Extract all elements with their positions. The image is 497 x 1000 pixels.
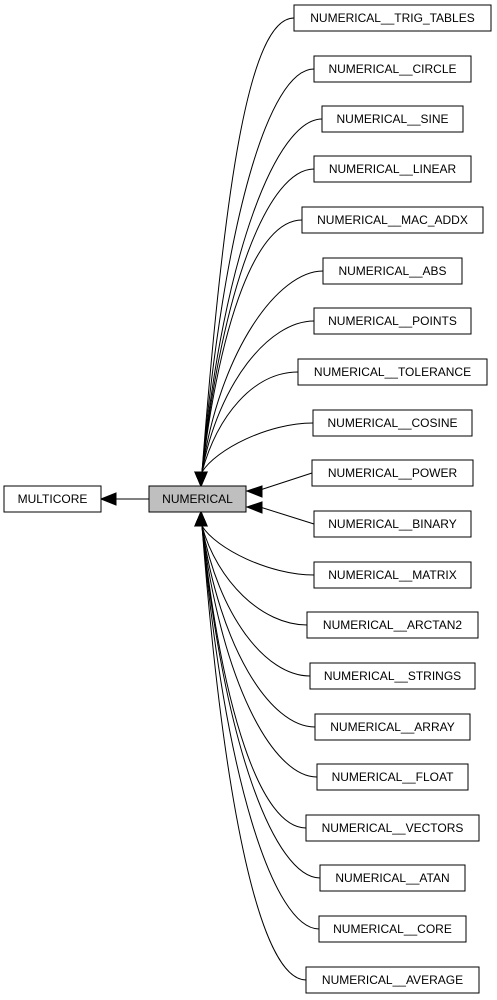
node-linear-label: NUMERICAL__LINEAR: [329, 162, 457, 176]
node-strings-label: NUMERICAL__STRINGS: [324, 669, 461, 683]
node-abs-label: NUMERICAL__ABS: [338, 264, 446, 278]
node-float-label: NUMERICAL__FLOAT: [332, 770, 454, 784]
edge-power-to-numerical: [245, 472, 313, 498]
node-trig-tables[interactable]: NUMERICAL__TRIG_TABLES: [293, 4, 492, 32]
node-average-label: NUMERICAL__AVERAGE: [322, 973, 463, 987]
node-sine-label: NUMERICAL__SINE: [336, 112, 448, 126]
node-array-label: NUMERICAL__ARRAY: [330, 720, 454, 734]
node-tolerance[interactable]: NUMERICAL__TOLERANCE: [297, 358, 488, 386]
node-trig-tables-label: NUMERICAL__TRIG_TABLES: [310, 11, 475, 25]
node-core-label: NUMERICAL__CORE: [333, 922, 452, 936]
node-linear[interactable]: NUMERICAL__LINEAR: [313, 155, 472, 183]
node-cosine[interactable]: NUMERICAL__COSINE: [312, 409, 473, 437]
node-points[interactable]: NUMERICAL__POINTS: [313, 307, 472, 335]
node-array[interactable]: NUMERICAL__ARRAY: [314, 713, 471, 741]
node-points-label: NUMERICAL__POINTS: [328, 314, 457, 328]
graph-edges: [99, 17, 324, 981]
node-float[interactable]: NUMERICAL__FLOAT: [316, 763, 469, 791]
edge-atan-to-numerical: [194, 510, 321, 879]
node-multicore-label: MULTICORE: [18, 492, 88, 506]
node-average[interactable]: NUMERICAL__AVERAGE: [305, 966, 480, 994]
edge-strings-to-numerical: [194, 510, 311, 677]
node-matrix[interactable]: NUMERICAL__MATRIX: [313, 561, 472, 589]
edge-binary-to-numerical: [245, 501, 315, 525]
node-numerical[interactable]: NUMERICAL: [148, 485, 247, 513]
node-arctan2-label: NUMERICAL__ARCTAN2: [323, 618, 462, 632]
edge-linear-to-numerical: [194, 168, 315, 488]
node-mac-addx[interactable]: NUMERICAL__MAC_ADDX: [301, 206, 484, 234]
node-power-label: NUMERICAL__POWER: [328, 466, 458, 480]
edge-average-to-numerical: [194, 510, 307, 981]
node-atan-label: NUMERICAL__ATAN: [335, 871, 449, 885]
edge-array-to-numerical: [194, 510, 316, 728]
child-nodes: NUMERICAL__TRIG_TABLES NUMERICAL__CIRCLE N…: [293, 4, 492, 994]
edge-cosine-to-numerical: [194, 422, 314, 488]
node-multicore[interactable]: MULTICORE: [3, 485, 102, 513]
node-binary-label: NUMERICAL__BINARY: [328, 517, 456, 531]
edge-sine-to-numerical: [194, 118, 323, 488]
node-power[interactable]: NUMERICAL__POWER: [311, 459, 474, 487]
node-arctan2[interactable]: NUMERICAL__ARCTAN2: [306, 611, 479, 639]
edge-numerical-to-multicore: [99, 492, 149, 506]
node-core[interactable]: NUMERICAL__CORE: [318, 915, 467, 943]
node-tolerance-label: NUMERICAL__TOLERANCE: [314, 365, 471, 379]
node-numerical-label: NUMERICAL: [162, 492, 233, 506]
node-vectors[interactable]: NUMERICAL__VECTORS: [305, 814, 480, 842]
node-matrix-label: NUMERICAL__MATRIX: [328, 568, 456, 582]
edge-matrix-to-numerical: [194, 510, 315, 576]
node-vectors-label: NUMERICAL__VECTORS: [322, 821, 464, 835]
node-mac-addx-label: NUMERICAL__MAC_ADDX: [317, 213, 468, 227]
node-circle[interactable]: NUMERICAL__CIRCLE: [313, 55, 472, 83]
node-binary[interactable]: NUMERICAL__BINARY: [313, 510, 472, 538]
node-strings[interactable]: NUMERICAL__STRINGS: [309, 662, 476, 690]
node-circle-label: NUMERICAL__CIRCLE: [328, 62, 456, 76]
node-atan[interactable]: NUMERICAL__ATAN: [319, 864, 466, 892]
node-abs[interactable]: NUMERICAL__ABS: [322, 257, 463, 285]
node-cosine-label: NUMERICAL__COSINE: [327, 416, 457, 430]
edge-circle-to-numerical: [194, 68, 315, 488]
edge-float-to-numerical: [194, 510, 318, 778]
node-sine[interactable]: NUMERICAL__SINE: [321, 105, 464, 133]
